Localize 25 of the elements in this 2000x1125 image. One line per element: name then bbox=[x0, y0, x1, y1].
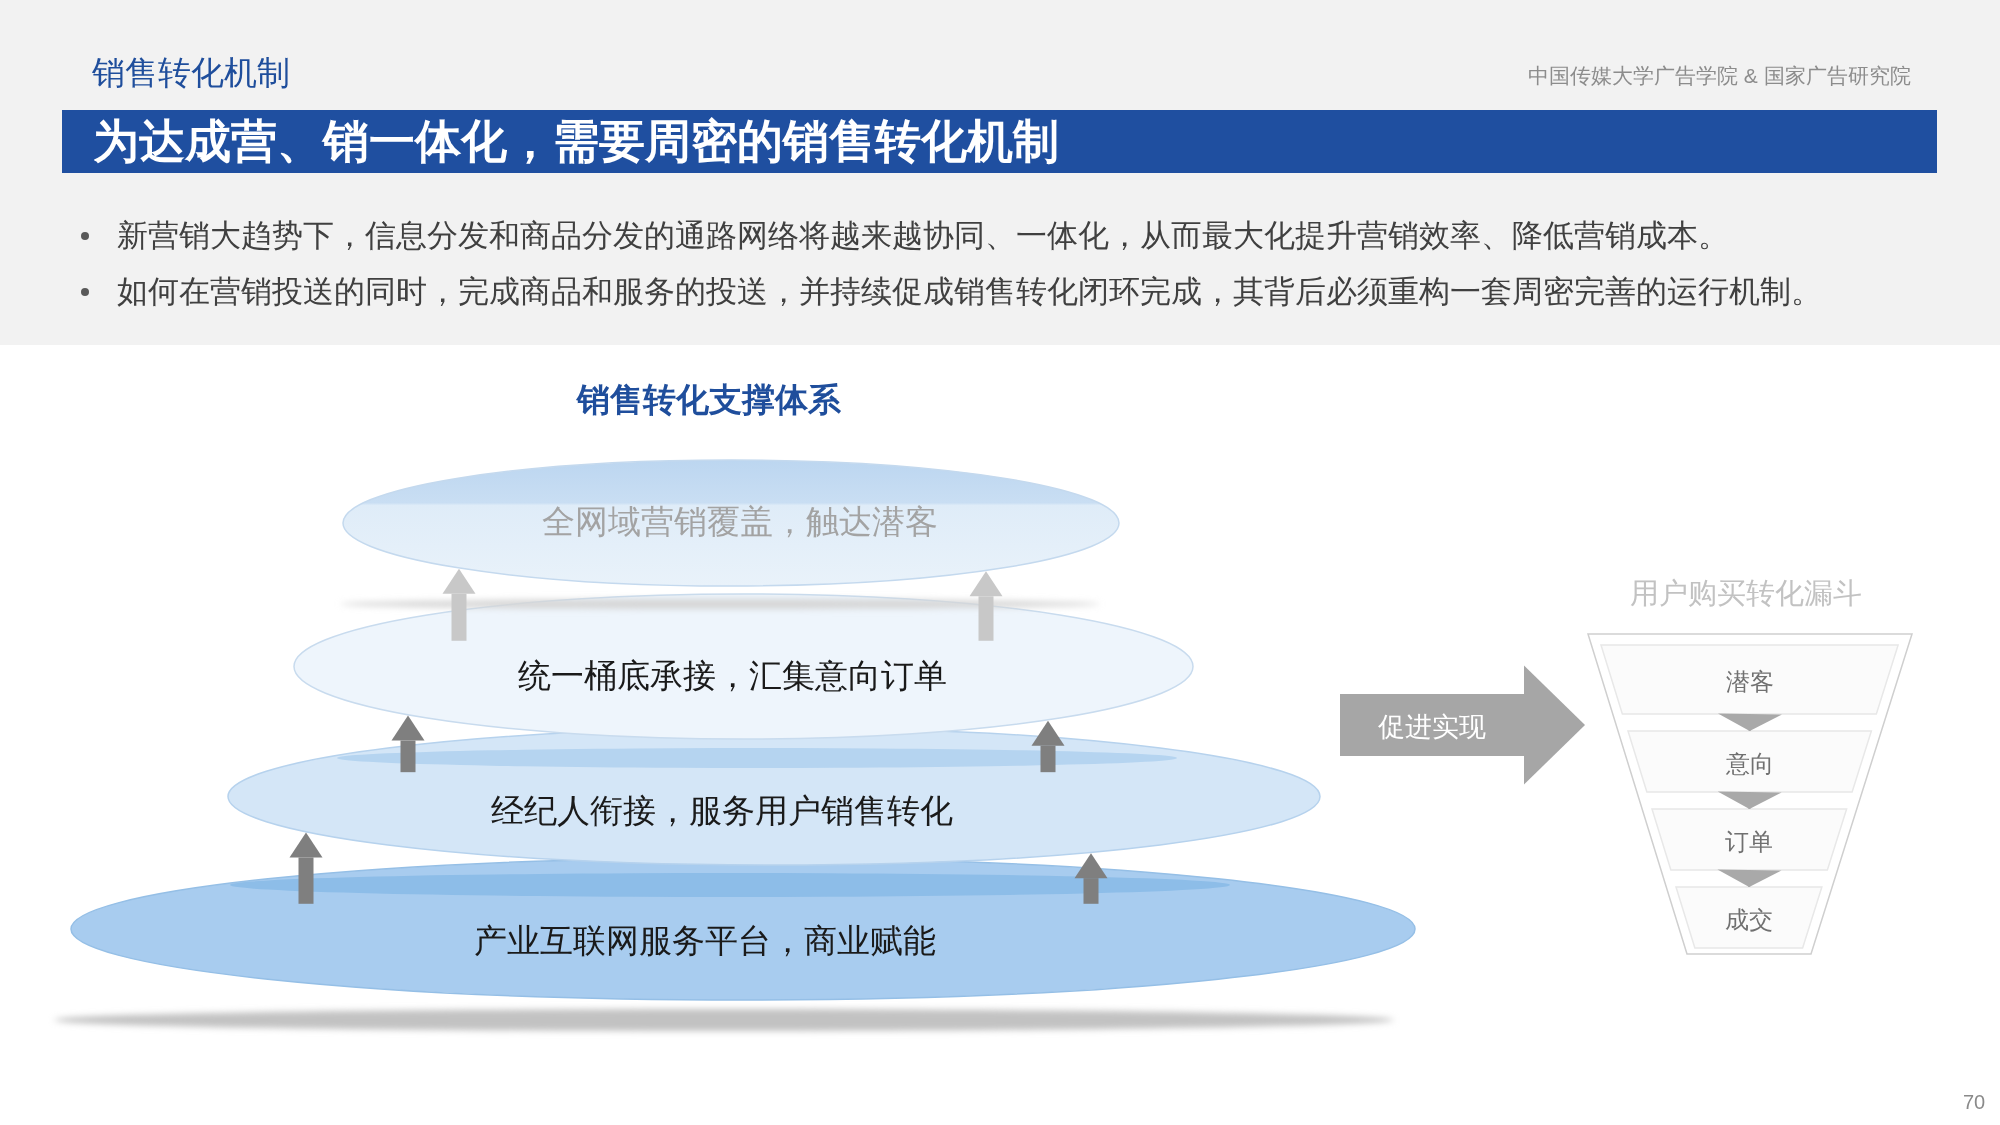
arrow bbox=[969, 571, 1003, 641]
chevron-arrow bbox=[1717, 791, 1782, 810]
arrow bbox=[442, 568, 476, 641]
institution-name: 中国传媒大学广告学院 & 国家广告研究院 bbox=[1528, 63, 1911, 89]
title-bar: 为达成营、销一体化，需要周密的销售转化机制 bbox=[62, 110, 1937, 173]
bullet-text: 新营销大趋势下，信息分发和商品分发的通路网络将越来越协同、一体化，从而最大化提升营销效率、降低营销成本。 bbox=[117, 217, 1729, 255]
arrow bbox=[1074, 853, 1108, 904]
chevron-arrow bbox=[1717, 869, 1782, 888]
page-number: 70 bbox=[1962, 1090, 1986, 1114]
section-subheading: 销售转化支撑体系 bbox=[577, 380, 841, 420]
arrow bbox=[391, 715, 425, 773]
funnel-title: 用户购买转化漏斗 bbox=[1630, 575, 1862, 611]
arrow bbox=[289, 832, 323, 904]
ellipse-layer: 统一桶底承接，汇集意向订单 bbox=[293, 593, 1194, 740]
funnel-stage: 订单 bbox=[1652, 809, 1847, 870]
edge-label: 促进实现 bbox=[1378, 710, 1486, 744]
section-heading: 销售转化机制 bbox=[92, 53, 290, 93]
chevron-arrow bbox=[1717, 713, 1782, 732]
bullet-text: 如何在营销投送的同时，完成商品和服务的投送，并持续促成销售转化闭环完成，其背后必须重构一套周密完善的运行机制。 bbox=[117, 273, 1822, 311]
funnel-stage: 意向 bbox=[1628, 731, 1872, 792]
funnel-stage: 潜客 bbox=[1601, 645, 1899, 714]
ellipse-layer: 全网域营销覆盖，触达潜客 bbox=[342, 459, 1120, 587]
arrow bbox=[1031, 720, 1065, 773]
block-arrow bbox=[1340, 665, 1585, 785]
ellipse-layer: 产业互联网服务平台，商业赋能 bbox=[70, 857, 1416, 1001]
